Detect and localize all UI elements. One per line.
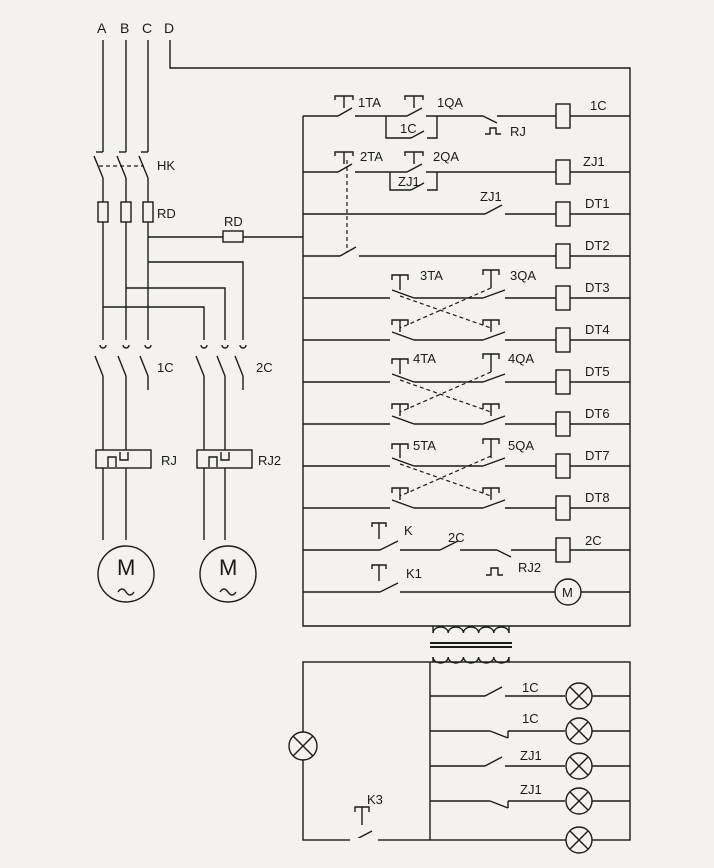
coil-dt6 bbox=[555, 411, 571, 437]
thermal-relay-rj bbox=[95, 449, 152, 540]
rung-8 bbox=[303, 371, 630, 437]
lamp-rung-1 bbox=[430, 682, 630, 710]
rung-6 bbox=[303, 287, 630, 353]
rung-4 bbox=[303, 160, 630, 269]
control-fuse bbox=[222, 230, 244, 243]
main-switch-hk bbox=[93, 151, 149, 202]
lamp-rung-4-label: ZJ1 bbox=[520, 782, 542, 797]
contactor-1c-label: 1C bbox=[157, 360, 174, 375]
rung-10-coil-label: DT8 bbox=[585, 490, 610, 505]
phase-c-label: C bbox=[142, 20, 152, 36]
thermal-relay-rj2 bbox=[196, 449, 253, 540]
rung-1-coil-label: 1C bbox=[590, 98, 607, 113]
coil-dt1 bbox=[555, 201, 571, 227]
phase-b-label: B bbox=[120, 20, 129, 36]
rung-12 bbox=[303, 564, 630, 606]
lamp-rung-3 bbox=[430, 752, 630, 780]
rung-9 bbox=[303, 438, 630, 479]
control-fuse-label: RD bbox=[224, 214, 243, 229]
hk-label: HK bbox=[157, 158, 175, 173]
rung-10 bbox=[303, 455, 630, 521]
rung-1-contact-1qa: 1QA bbox=[437, 95, 463, 110]
rung-12-contact-k1: K1 bbox=[406, 566, 422, 581]
k3-label: K3 bbox=[367, 792, 383, 807]
rung-9-coil-label: DT7 bbox=[585, 448, 610, 463]
rung-2-contact-zj1: ZJ1 bbox=[398, 174, 420, 189]
rung-11-contact-2c: 2C bbox=[448, 530, 465, 545]
power-main-lines bbox=[102, 40, 631, 575]
coil-dt4 bbox=[555, 327, 571, 353]
lamp-rung-5 bbox=[565, 826, 593, 854]
rung-2-contact-2ta: 2TA bbox=[360, 149, 383, 164]
rung-3-contact-zj1: ZJ1 bbox=[480, 189, 502, 204]
transformer-icon bbox=[430, 626, 512, 664]
coil-dt5 bbox=[555, 369, 571, 395]
motor-1-label: M bbox=[117, 555, 135, 580]
main-fuses bbox=[97, 201, 154, 223]
rung-7-contact-4ta: 4TA bbox=[413, 351, 436, 366]
phase-d-label: D bbox=[164, 20, 174, 36]
lamp-rung-4 bbox=[430, 787, 630, 815]
contactor-2c-contacts bbox=[195, 344, 247, 450]
rung-9-contact-5qa: 5QA bbox=[508, 438, 534, 453]
thermal-rj2-label: RJ2 bbox=[258, 453, 281, 468]
contactor-1c-contacts bbox=[94, 344, 152, 450]
rung-5-coil-label: DT3 bbox=[585, 280, 610, 295]
lamp-rung-3-label: ZJ1 bbox=[520, 748, 542, 763]
rung-1-contact-1ta: 1TA bbox=[358, 95, 381, 110]
rung-9-contact-5ta: 5TA bbox=[413, 438, 436, 453]
coil-2c bbox=[555, 537, 571, 563]
rung-5-contact-3ta: 3TA bbox=[420, 268, 443, 283]
rung-8-coil-label: DT6 bbox=[585, 406, 610, 421]
rung-5 bbox=[303, 269, 630, 311]
rung-11-contact-k: K bbox=[404, 523, 413, 538]
switch-k3 bbox=[354, 806, 373, 841]
rung-11-contact-rj2: RJ2 bbox=[518, 560, 541, 575]
rung-5-contact-3qa: 3QA bbox=[510, 268, 536, 283]
contactor-2c-label: 2C bbox=[256, 360, 273, 375]
coil-dt3 bbox=[555, 285, 571, 311]
rung-2 bbox=[303, 151, 630, 191]
rung-7-coil-label: DT5 bbox=[585, 364, 610, 379]
rung-3-coil-label: DT1 bbox=[585, 196, 610, 211]
rung-11-coil-label: 2C bbox=[585, 533, 602, 548]
rung-3 bbox=[303, 201, 630, 227]
indicator-lamp-left bbox=[288, 731, 318, 761]
motor-2-label: M bbox=[219, 555, 237, 580]
lamp-rung-2 bbox=[430, 717, 630, 745]
rung-1-contact-1c: 1C bbox=[400, 121, 417, 136]
coil-zj1 bbox=[555, 159, 571, 185]
coil-1c bbox=[555, 103, 571, 129]
main-fuse-label: RD bbox=[157, 206, 176, 221]
power-distribution bbox=[102, 222, 244, 340]
rung-4-coil-label: DT2 bbox=[585, 238, 610, 253]
thermal-rj-label: RJ bbox=[161, 453, 177, 468]
rung-6-coil-label: DT4 bbox=[585, 322, 610, 337]
rung-7 bbox=[303, 353, 630, 395]
control-frame bbox=[302, 116, 631, 627]
rung-7-contact-4qa: 4QA bbox=[508, 351, 534, 366]
rung-2-coil-label: ZJ1 bbox=[583, 154, 605, 169]
rung-11 bbox=[303, 522, 630, 576]
coil-dt8 bbox=[555, 495, 571, 521]
phase-a-label: A bbox=[97, 20, 107, 36]
lamp-rung-1-label: 1C bbox=[522, 680, 539, 695]
motor-2-icon bbox=[199, 545, 257, 603]
rung-1-contact-rj: RJ bbox=[510, 124, 526, 139]
rung-12-motor-label: M bbox=[562, 585, 573, 600]
rung-2-contact-2qa: 2QA bbox=[433, 149, 459, 164]
rung-1 bbox=[303, 95, 630, 139]
lamp-rung-2-label: 1C bbox=[522, 711, 539, 726]
coil-dt2 bbox=[555, 243, 571, 269]
coil-dt7 bbox=[555, 453, 571, 479]
motor-1-icon bbox=[97, 545, 155, 603]
